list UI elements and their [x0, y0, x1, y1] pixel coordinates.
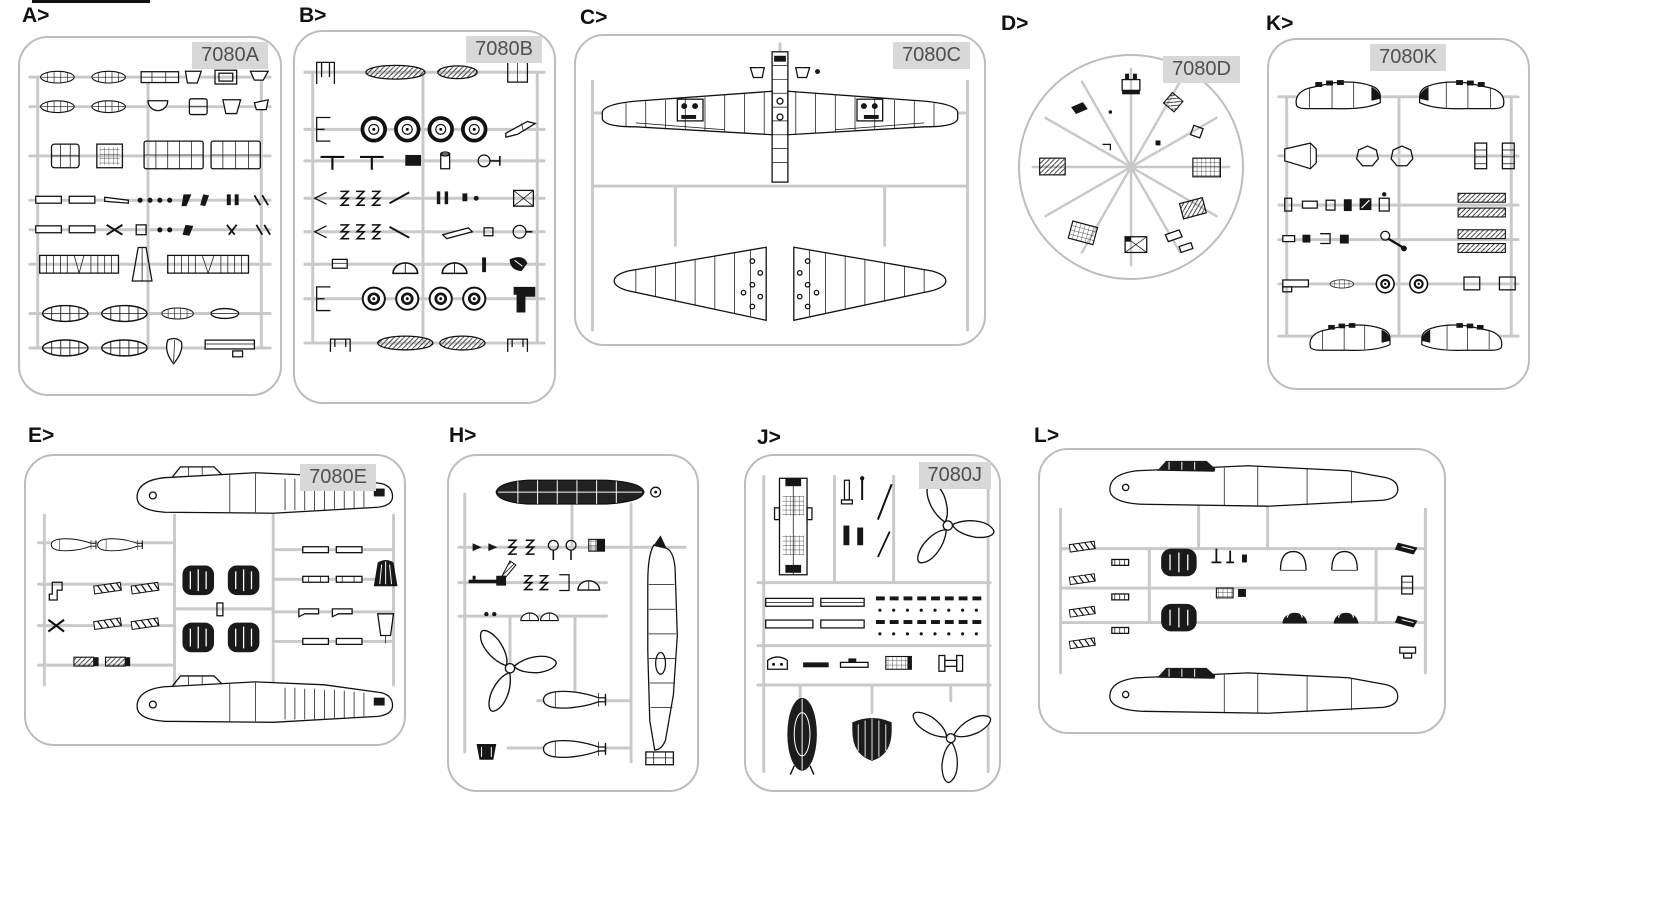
- sprue-frame-c: 7080C: [574, 34, 986, 346]
- sprue-frame-h: [447, 454, 699, 792]
- sprue-label-e: E>: [28, 424, 55, 447]
- sprue-label-h: H>: [449, 424, 477, 447]
- sprue-label-l: L>: [1034, 424, 1060, 447]
- runner-network: [1059, 504, 1427, 675]
- sprue-label-j: J>: [757, 426, 781, 449]
- parts: [47, 466, 398, 723]
- parts: [1282, 79, 1516, 351]
- parts: [601, 51, 959, 322]
- sprue-label-a: A>: [22, 4, 50, 27]
- sprue-drawing-b: [303, 61, 546, 353]
- cropped-rule: [32, 0, 150, 3]
- sprue-code-a: 7080A: [192, 42, 268, 69]
- sprue-drawing-d: [1031, 67, 1231, 267]
- sprue-drawing-l: [1059, 460, 1427, 714]
- sprue-drawing-a: [28, 69, 272, 365]
- sprue-frame-a: 7080A: [18, 36, 282, 396]
- sprue-drawing-h: [457, 479, 687, 766]
- sprue-frame-j: 7080J: [744, 454, 1008, 792]
- sprue-code-b: 7080B: [466, 36, 542, 63]
- sprue-frame-l: [1038, 448, 1446, 734]
- runner-network: [1277, 95, 1520, 338]
- sprue-frame-k: 7080K: [1267, 38, 1530, 390]
- parts: [35, 69, 271, 365]
- gun-part: [468, 560, 517, 586]
- parts: [1039, 73, 1221, 254]
- sprue-drawing-k: [1277, 79, 1520, 351]
- sprue-code-e: 7080E: [300, 464, 376, 491]
- sprue-label-d: D>: [1001, 12, 1029, 35]
- canopy-part: [495, 479, 662, 505]
- sprue-label-k: K>: [1266, 12, 1294, 35]
- sprue-drawing-e: [36, 466, 398, 723]
- parts: [1068, 460, 1418, 714]
- sprue-drawing-c: [590, 42, 970, 332]
- sprue-drawing-j: [756, 474, 1008, 791]
- runner-network: [590, 42, 970, 332]
- sprue-code-k: 7080K: [1370, 44, 1446, 71]
- sprue-frame-e: 7080E: [24, 454, 406, 746]
- runner-network: [303, 70, 546, 345]
- sprue-frame-d: 7080D: [1018, 54, 1244, 280]
- sprue-label-b: B>: [299, 4, 327, 27]
- parts: [313, 61, 537, 353]
- runner-network: [1031, 67, 1231, 267]
- sprue-label-c: C>: [580, 6, 608, 29]
- radiator-part: [773, 477, 813, 576]
- hull-part: [852, 717, 892, 761]
- parts: [765, 475, 1008, 791]
- sprue-code-c: 7080C: [893, 42, 970, 69]
- sprue-code-d: 7080D: [1163, 56, 1240, 83]
- sprue-frame-b: 7080B: [293, 30, 556, 404]
- pod-part: [787, 697, 817, 775]
- parts: [468, 479, 678, 766]
- sprue-code-j: 7080J: [918, 462, 991, 489]
- fuselage-part: [645, 535, 678, 766]
- runner-network: [756, 474, 992, 774]
